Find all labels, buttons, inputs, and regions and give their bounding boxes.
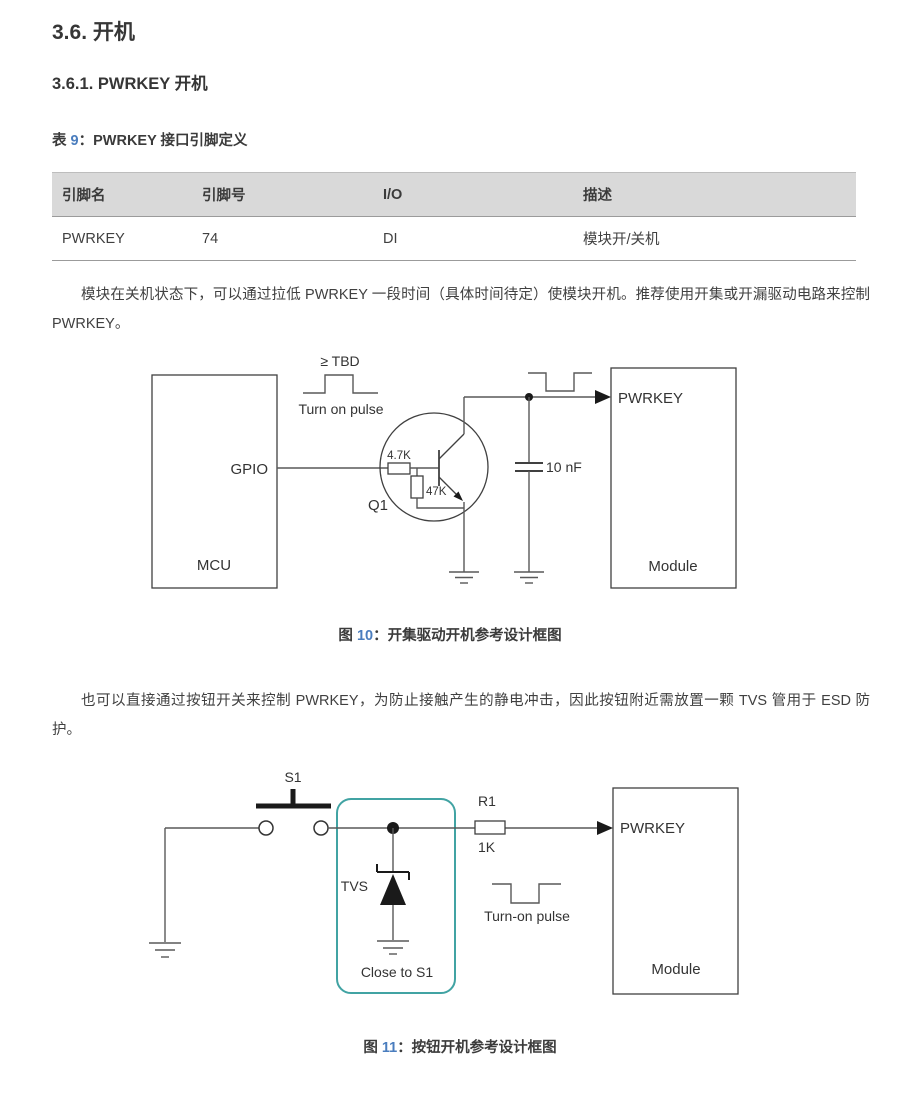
figure11-number: 11: [381, 1040, 398, 1056]
tvs-label: TVS: [341, 878, 368, 894]
table-number: 9: [70, 133, 79, 149]
figure10-circuit-diagram: GPIO MCU ≥ TBD Turn on pulse 4.7K 47K Q1: [151, 353, 737, 589]
figure10-caption-text: ：开集驱动开机参考设计框图: [373, 628, 562, 644]
section-title: 3.6. 开机: [52, 21, 135, 44]
capacitor-icon: [515, 462, 543, 472]
series-resistor: [474, 820, 506, 835]
cell-pin-name: PWRKEY: [52, 216, 192, 261]
high-pulse-waveform: [303, 374, 378, 394]
gpio-pin-label: GPIO: [230, 461, 268, 478]
figure11-caption-text: ：按钮开机参考设计框图: [397, 1040, 557, 1056]
low-pulse-waveform: [492, 883, 561, 904]
subsection-title: 3.6.1. PWRKEY 开机: [52, 75, 208, 93]
ground-icon: [149, 942, 181, 958]
tvs-placement-note: Close to S1: [361, 964, 434, 980]
pin-definition-table: 引脚名 引脚号 I/O 描述 PWRKEY 74 DI 模块开/关机: [52, 172, 856, 261]
mcu-box: [151, 374, 278, 589]
col-header-pin-no: 引脚号: [192, 172, 373, 217]
signal-arrow-icon: [597, 821, 613, 835]
table-row: PWRKEY 74 DI 模块开/关机: [52, 216, 856, 261]
paragraph-push-button: 也可以直接通过按钮开关来控制 PWRKEY，为防止接触产生的静电冲击，因此按钮附…: [52, 693, 870, 738]
low-pulse-waveform: [528, 372, 592, 392]
turn-on-pulse-label: Turn-on pulse: [484, 908, 570, 924]
figure11-circuit-diagram: S1 TVS Close to S1 R1 1K: [149, 769, 739, 995]
figure10-number: 10: [356, 628, 374, 644]
col-header-io: I/O: [373, 172, 573, 217]
pulldown-wire-bottom: [416, 498, 464, 509]
transistor-collector: [438, 433, 465, 460]
figure11-caption-prefix: 图: [363, 1040, 382, 1056]
tvs-diode-icon: [376, 864, 410, 905]
module-label: Module: [648, 558, 697, 575]
col-header-pin-name: 引脚名: [52, 172, 192, 217]
transistor-label: Q1: [368, 497, 388, 514]
ground-icon: [514, 571, 544, 584]
col-header-desc: 描述: [573, 172, 856, 217]
series-resistor-value: 1K: [478, 839, 496, 855]
signal-arrow-icon: [595, 390, 611, 404]
base-resistor: [387, 462, 411, 475]
pulse-width-label: ≥ TBD: [320, 353, 359, 369]
figure11-caption: 图 11：按钮开机参考设计框图: [130, 1036, 790, 1057]
table-caption-prefix: 表: [52, 133, 71, 149]
pwrkey-pin-label: PWRKEY: [618, 390, 683, 407]
cell-io: DI: [373, 216, 573, 261]
tvs-region-box: [336, 798, 456, 994]
module-box: [612, 787, 739, 995]
paragraph-open-collector: 模块在关机状态下，可以通过拉低 PWRKEY 一段时间（具体时间待定）使模块开机…: [52, 287, 870, 332]
capacitor-value: 10 nF: [546, 459, 582, 475]
transistor-circle: [379, 412, 489, 522]
table-caption-text: ：PWRKEY 接口引脚定义: [78, 133, 248, 149]
mcu-label: MCU: [197, 557, 231, 574]
figure10-caption-prefix: 图: [338, 628, 357, 644]
figure10-caption: 图 10：开集驱动开机参考设计框图: [140, 624, 760, 645]
push-button-icon: [256, 789, 331, 836]
table-header-row: 引脚名 引脚号 I/O 描述: [52, 172, 856, 217]
turn-on-pulse-label: Turn on pulse: [298, 401, 383, 417]
table-caption: 表 9：PWRKEY 接口引脚定义: [52, 129, 248, 150]
base-resistor-value: 4.7K: [387, 450, 411, 462]
pulldown-resistor: [410, 475, 424, 499]
switch-label: S1: [284, 769, 301, 785]
cell-desc: 模块开/关机: [573, 216, 856, 261]
pwrkey-pin-label: PWRKEY: [620, 820, 685, 837]
module-box: [610, 367, 737, 589]
series-resistor-label: R1: [478, 793, 496, 809]
emitter-arrow-icon: [453, 491, 463, 501]
module-label: Module: [651, 961, 700, 978]
pulldown-resistor-value: 47K: [426, 486, 447, 498]
ground-icon: [377, 940, 409, 955]
cell-pin-no: 74: [192, 216, 373, 261]
ground-icon: [449, 571, 479, 584]
